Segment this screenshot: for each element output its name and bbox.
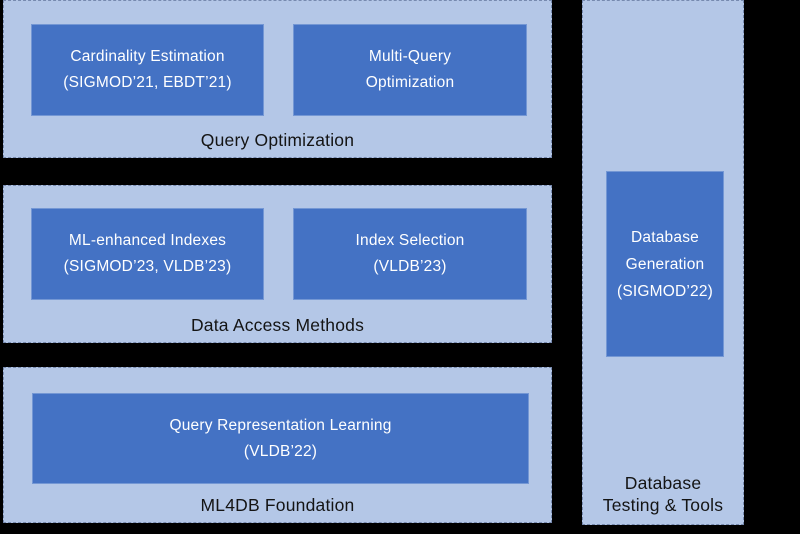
box-index-selection: Index Selection (VLDB’23) [293, 208, 527, 300]
panel-data-access-methods: ML-enhanced Indexes (SIGMOD’23, VLDB’23)… [3, 185, 552, 343]
box-ml-enhanced-indexes-title: ML-enhanced Indexes [68, 232, 227, 249]
box-database-generation-venues: (SIGMOD’22) [616, 282, 714, 300]
panel-label-data-access-methods: Data Access Methods [190, 315, 365, 335]
box-multi-query-optimization: Multi-Query Optimization [293, 24, 527, 116]
box-query-representation-learning-venues: (VLDB’22) [243, 442, 318, 460]
panel-database-testing-tools: Database Generation (SIGMOD’22) Database… [582, 0, 744, 525]
panel-label-query-optimization: Query Optimization [200, 130, 355, 150]
box-database-generation-line1: Database [631, 228, 699, 246]
panel-label-database-testing-tools-line1: Database [624, 473, 702, 493]
box-database-generation-line2: Generation [625, 255, 705, 273]
box-database-generation: Database Generation (SIGMOD’22) [606, 171, 724, 357]
box-cardinality-estimation: Cardinality Estimation (SIGMOD’21, EBDT’… [31, 24, 264, 116]
panel-ml4db-foundation: Query Representation Learning (VLDB’22) … [3, 367, 552, 523]
panel-label-database-testing-tools: Database Testing & Tools [583, 472, 743, 516]
box-ml-enhanced-indexes-venues: (SIGMOD’23, VLDB’23) [63, 258, 232, 275]
box-multi-query-optimization-line1: Multi-Query [368, 48, 452, 65]
box-query-representation-learning: Query Representation Learning (VLDB’22) [32, 393, 529, 484]
panel-label-database-testing-tools-line2: Testing & Tools [602, 495, 724, 515]
box-ml-enhanced-indexes: ML-enhanced Indexes (SIGMOD’23, VLDB’23) [31, 208, 264, 300]
box-index-selection-title: Index Selection [355, 232, 465, 249]
panel-query-optimization: Cardinality Estimation (SIGMOD’21, EBDT’… [3, 0, 552, 158]
box-query-representation-learning-title: Query Representation Learning [169, 416, 392, 434]
box-index-selection-venues: (VLDB’23) [373, 258, 447, 275]
box-cardinality-estimation-title: Cardinality Estimation [70, 48, 225, 65]
box-cardinality-estimation-venues: (SIGMOD’21, EBDT’21) [63, 74, 232, 91]
box-multi-query-optimization-line2: Optimization [365, 74, 455, 91]
panel-label-ml4db-foundation: ML4DB Foundation [200, 495, 355, 515]
